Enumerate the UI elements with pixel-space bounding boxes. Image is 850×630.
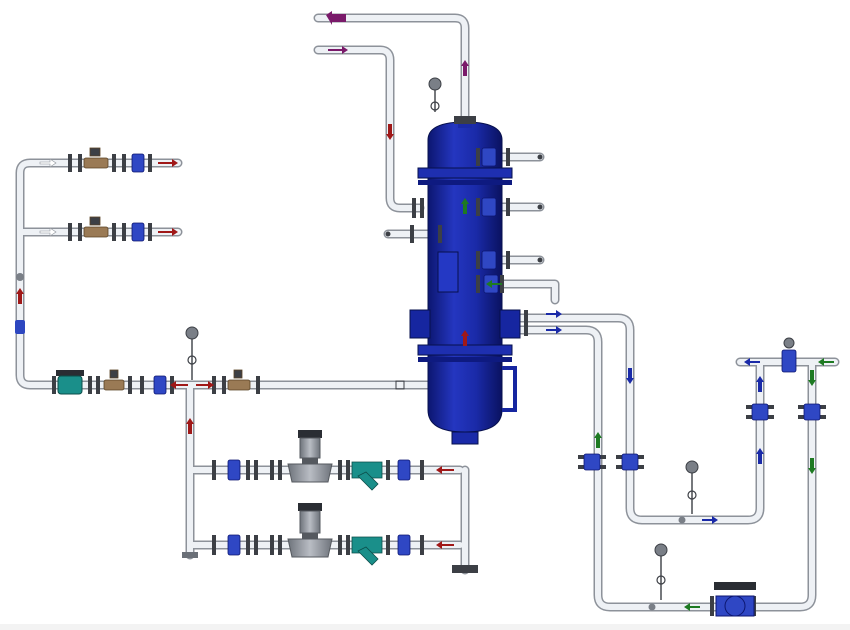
flow-arrow-up	[16, 288, 24, 304]
flow-arrow-left	[486, 280, 502, 288]
circulation-pump	[287, 430, 333, 483]
flow-arrow-right	[39, 227, 57, 237]
flow-arrow-right	[196, 381, 214, 389]
flow-arrow-up	[756, 376, 764, 392]
flow-arrow-left	[684, 603, 700, 611]
circulation-pump	[287, 503, 333, 558]
pressure-gauge	[654, 543, 668, 600]
page-footer-band	[0, 624, 850, 630]
y-strainer-set	[351, 461, 383, 566]
flow-arrow-down	[808, 370, 816, 386]
flow-arrow-down	[626, 368, 634, 384]
flow-arrow-right	[158, 159, 178, 167]
flow-arrow-down	[386, 124, 394, 140]
pressure-gauge	[783, 337, 795, 349]
flow-arrow-left	[744, 358, 760, 366]
circulation-pump-set	[287, 430, 333, 558]
flow-arrow-right	[702, 516, 718, 524]
pressure-gauge	[685, 460, 699, 514]
flow-arrow-left	[436, 466, 454, 474]
flow-arrow-up	[461, 198, 469, 214]
flow-arrow-left	[436, 541, 454, 549]
flow-arrow-up	[461, 330, 469, 346]
flow-arrow-up	[594, 432, 602, 448]
control-valve-set	[56, 370, 756, 617]
gate-valve-set	[83, 147, 251, 391]
flow-arrow-right	[546, 326, 562, 334]
flow-arrow-up	[461, 60, 469, 76]
pressure-gauge	[428, 77, 442, 112]
flow-arrow-left	[170, 381, 188, 389]
flow-arrow-up	[186, 418, 194, 434]
valve-set	[131, 147, 821, 556]
pressure-gauge	[185, 326, 199, 380]
pressure-gauge-set	[185, 77, 795, 600]
flow-arrow-left	[818, 358, 834, 366]
flow-arrow-right	[39, 158, 57, 168]
flow-arrow-right	[328, 46, 348, 54]
flow-arrow-set	[16, 11, 834, 611]
flow-arrow-left	[326, 11, 346, 25]
flow-arrow-right	[158, 228, 178, 236]
flow-arrow-up	[756, 448, 764, 464]
flow-arrow-right	[546, 310, 562, 318]
flow-arrow-down	[808, 458, 816, 474]
instrument-tap-set	[385, 154, 686, 611]
